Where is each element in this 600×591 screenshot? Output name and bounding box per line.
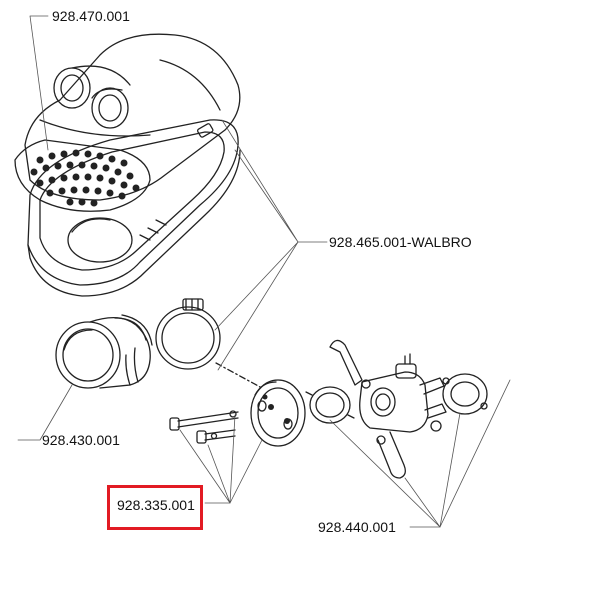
highlight-box	[107, 485, 203, 530]
part-label-adapter-bolts: 928.335.001	[117, 497, 195, 513]
intake-sleeve-drawing	[55, 314, 153, 389]
part-label-intake-sleeve: 928.430.001	[42, 432, 120, 448]
part-label-airbox-walbro: 928.465.001-WALBRO	[329, 234, 472, 250]
adapter-plate-drawing	[169, 379, 306, 447]
airbox-drawing	[24, 33, 241, 297]
alignment-line	[215, 362, 263, 389]
part-label-filter-cover: 928.470.001	[52, 8, 130, 24]
carburetor-drawing	[305, 339, 488, 479]
part-label-carb-gaskets: 928.440.001	[318, 519, 396, 535]
hose-clamp-drawing	[155, 298, 221, 370]
filter-screen-drawing	[14, 139, 151, 212]
leader-lines	[17, 15, 511, 528]
